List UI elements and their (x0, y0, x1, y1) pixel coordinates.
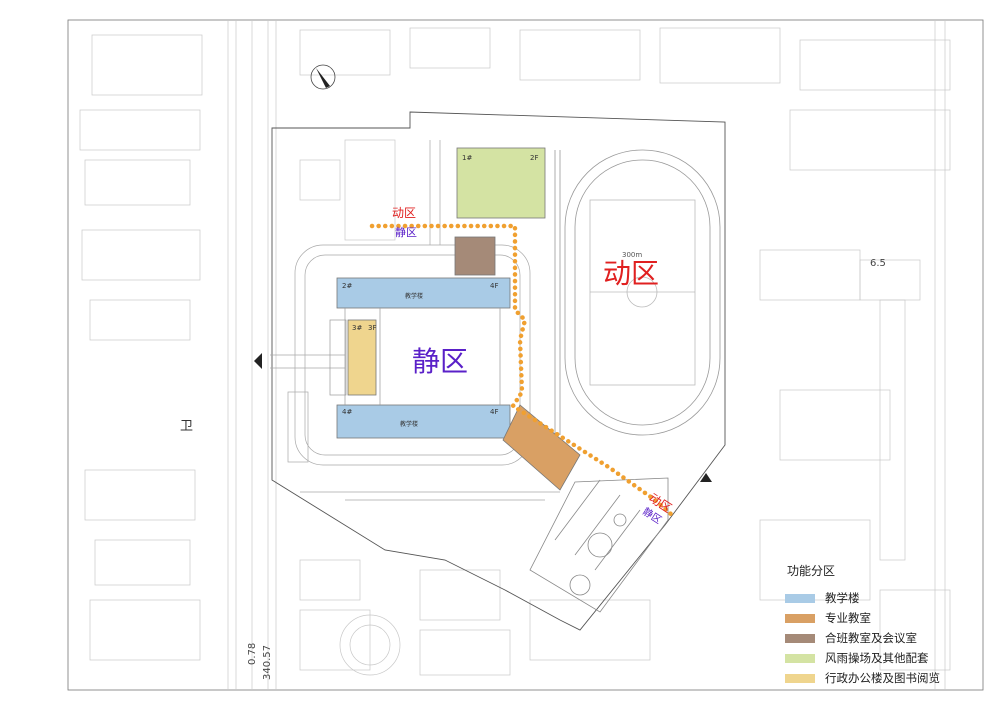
legend-label: 合班教室及会议室 (825, 631, 917, 645)
legend-item: 教学楼 (785, 589, 985, 607)
zone-label-static-large: 静区 (412, 345, 468, 378)
road-mark: 卫 (180, 419, 193, 434)
building-1-floors: 2F (530, 154, 538, 162)
track-length-label: 300m (622, 251, 642, 259)
legend-label: 风雨操场及其他配套 (825, 651, 929, 665)
legend-item: 专业教室 (785, 609, 985, 627)
legend-swatch (785, 593, 815, 603)
context-lines (79, 20, 951, 690)
legend-swatch (785, 633, 815, 643)
building-4-label: 教学楼 (400, 420, 418, 428)
drawing-frame (67, 19, 984, 691)
north-arrow-icon (310, 64, 336, 90)
legend-item: 合班教室及会议室 (785, 629, 985, 647)
building-specialty[interactable] (502, 404, 581, 491)
building-3-tag: 3# (352, 324, 362, 332)
legend-item: 风雨操场及其他配套 (785, 649, 985, 667)
entrance-arrow-icon (254, 353, 262, 369)
building-2-tag: 2# (342, 282, 352, 290)
legend-label: 教学楼 (825, 591, 860, 605)
legend-title: 功能分区 (787, 564, 836, 578)
function-zone-legend: 功能分区 教学楼 专业教室 合班教室及会议室 风雨操场及其他配套 行政办公楼及图… (785, 562, 985, 689)
building-1-tag: 1# (462, 154, 472, 162)
legend-swatch (785, 613, 815, 623)
road-elevation-2: 340.57 (262, 645, 273, 680)
site-boundary (271, 111, 726, 631)
building-4-floors: 4F (490, 408, 498, 416)
zone-label-dynamic-large: 动区 (603, 257, 659, 290)
building-2-label: 教学楼 (405, 292, 423, 300)
legend-swatch (785, 673, 815, 683)
building-4-tag: 4# (342, 408, 352, 416)
building-2-floors: 4F (490, 282, 498, 290)
building-1-gym[interactable] (456, 147, 546, 219)
zone-label-dynamic-small: 动区 (392, 206, 416, 220)
building-3-floors: 3F (368, 324, 376, 332)
legend-label: 专业教室 (825, 611, 871, 625)
building-2-teaching-north[interactable] (336, 277, 511, 309)
road-elevation-1: 0.78 (247, 643, 258, 665)
corridors (329, 308, 501, 405)
legend-item: 行政办公楼及图书阅览 (785, 669, 985, 687)
legend-swatch (785, 653, 815, 663)
elevation-label: 6.5 (870, 258, 886, 269)
legend-label: 行政办公楼及图书阅览 (825, 671, 940, 685)
running-track (554, 149, 721, 436)
building-3-admin[interactable] (347, 319, 377, 396)
basketball-courts (529, 477, 669, 613)
building-lecture-hall[interactable] (454, 236, 496, 276)
entrance-arrow-icon (700, 473, 712, 482)
building-4-teaching-south[interactable] (336, 404, 511, 439)
zone-label-static-small: 静区 (395, 225, 417, 239)
zone-divider-line (369, 223, 675, 518)
